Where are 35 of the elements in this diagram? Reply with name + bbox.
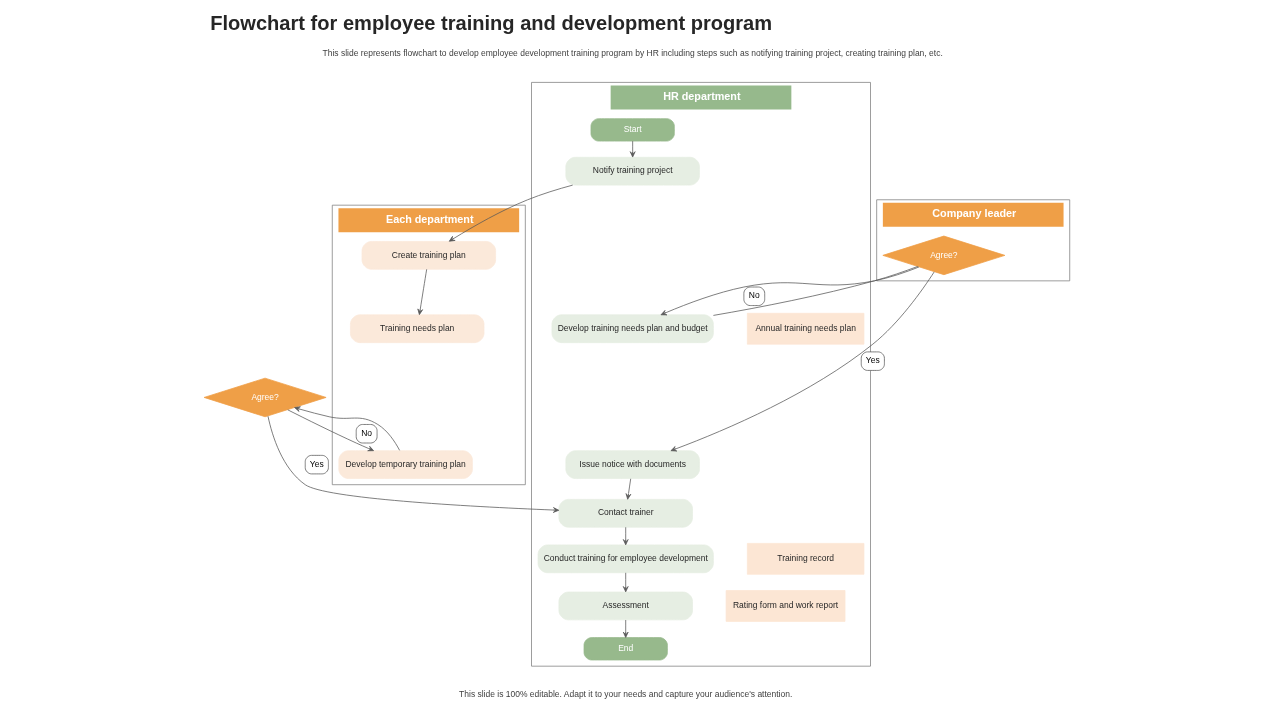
node-box: Start	[590, 118, 675, 142]
connector	[713, 266, 919, 316]
node-box: Conduct training for employee development	[537, 544, 714, 574]
arrow	[625, 478, 632, 500]
node-box: Create training plan	[361, 241, 496, 270]
arrow	[448, 184, 574, 242]
arrow	[629, 140, 636, 158]
node-box: End	[583, 637, 668, 661]
node-box: Issue notice with documents	[565, 450, 700, 479]
node-diamond: Agree?	[203, 377, 327, 418]
arrow	[622, 572, 629, 593]
arrow	[294, 406, 400, 451]
diagram-title: Flowchart for employee training and development program	[210, 11, 773, 34]
arrow	[267, 415, 560, 513]
label: This slide represents flowchart to develop employee development training program by HR including steps such as notifying training project, creating training plan, etc.	[322, 47, 943, 58]
caption: This slide is 100% editable. Adapt it to your needs and capture your audience's attention.	[459, 688, 793, 699]
node-box: Training needs plan	[350, 314, 485, 343]
arrow	[660, 266, 920, 316]
node-box: Annual training needs plan	[746, 312, 865, 345]
node-box: Assessment	[558, 591, 693, 621]
node-diamond: Agree?	[882, 235, 1006, 276]
edge-label: Yes	[309, 458, 324, 469]
arrow	[622, 526, 629, 546]
edge-label: No	[361, 427, 373, 438]
node-box: Develop temporary training plan	[338, 450, 473, 479]
node-box: Develop training needs plan and budget	[551, 314, 714, 343]
arrow	[670, 271, 935, 452]
arrow	[622, 619, 629, 638]
node-box: Notify training project	[565, 156, 700, 186]
arrow	[417, 268, 428, 315]
edge-label: No	[748, 290, 760, 301]
arrow	[287, 409, 374, 452]
node-box: Contact trainer	[558, 499, 693, 528]
node-box: Rating form and work report	[725, 590, 846, 622]
node-box: Training record	[746, 543, 865, 575]
